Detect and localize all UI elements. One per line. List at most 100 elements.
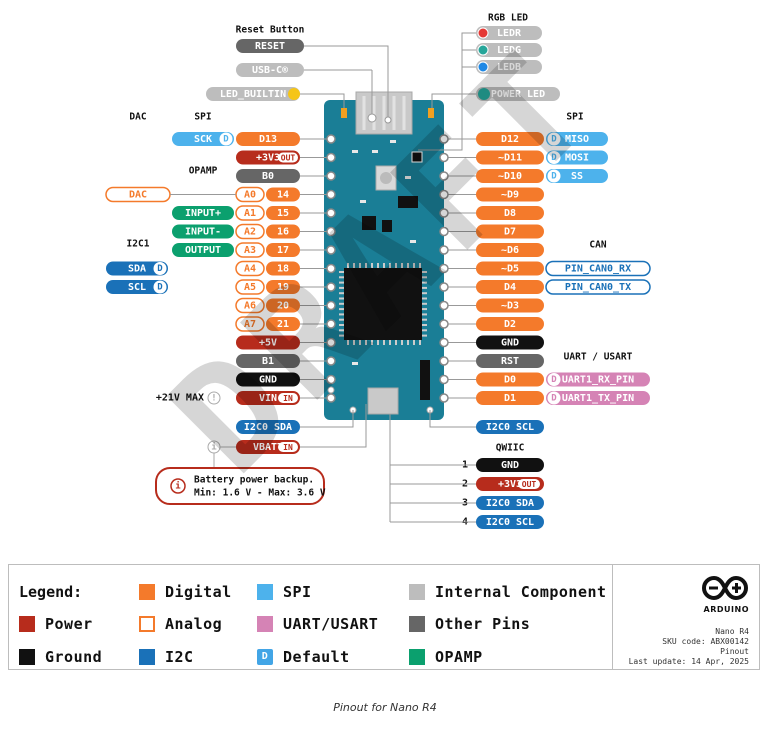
left-pin-a0-analog-text: A0 bbox=[244, 190, 256, 201]
legend-label: Digital bbox=[165, 583, 232, 601]
label-ledr bbox=[476, 26, 542, 40]
right-pin-d0-text: D0 bbox=[504, 375, 516, 386]
left-pin-b0 bbox=[236, 169, 300, 183]
legend-item-opamp: OPAMP bbox=[409, 648, 483, 666]
label-dac-text: DAC bbox=[129, 190, 147, 201]
right-pin-d0 bbox=[476, 372, 544, 387]
right-pin-d12 bbox=[476, 132, 544, 146]
info-icon-small: i bbox=[211, 442, 217, 453]
left-pin-a5-text: 19 bbox=[277, 282, 289, 293]
label-reset bbox=[236, 39, 304, 53]
product-name: Nano R4 bbox=[715, 627, 749, 636]
left-pin-a4 bbox=[266, 261, 300, 276]
label-uart-uart1_tx_pin-text: UART1_TX_PIN bbox=[562, 393, 634, 404]
battery-note-line1: Battery power backup. bbox=[194, 475, 314, 486]
label-can-pin_can0_tx-text: PIN_CAN0_TX bbox=[565, 282, 631, 293]
right-pin-d8 bbox=[476, 206, 544, 220]
left-pin-a0-text: 14 bbox=[277, 190, 289, 201]
label-i2c0-scl-right-text: I2C0 SCL bbox=[486, 422, 534, 433]
note-vin-max: +21V MAX bbox=[156, 393, 204, 404]
default-badge-icon-letter: D bbox=[551, 394, 557, 404]
default-badge-icon-letter: D bbox=[551, 153, 557, 163]
left-pin-pad bbox=[326, 134, 336, 144]
header-reset-button: Reset Button bbox=[236, 25, 305, 36]
header-spi-left: SPI bbox=[194, 112, 211, 123]
label-spi-sck bbox=[172, 132, 234, 146]
right-pin-rst-text: RST bbox=[501, 356, 519, 367]
left-pin-pad bbox=[326, 263, 336, 274]
left-pin-a2-text: 16 bbox=[277, 227, 289, 238]
left-pin-pad bbox=[326, 393, 336, 403]
legend-swatch bbox=[257, 616, 273, 632]
legend-item-digital: Digital bbox=[139, 583, 232, 601]
left-pin-a6-text: 20 bbox=[277, 301, 289, 312]
legend-label: Analog bbox=[165, 615, 223, 633]
right-pin-rst bbox=[476, 354, 544, 368]
label-spi-mosi-text: MOSI bbox=[565, 153, 589, 164]
label-opamp-input bbox=[172, 224, 234, 239]
right-pin-pad bbox=[439, 134, 449, 144]
right-pin-d10-text: ~D10 bbox=[498, 171, 522, 182]
default-badge-icon bbox=[153, 280, 167, 294]
label-ledr-text: LEDR bbox=[497, 28, 522, 39]
left-pin-a3-text: 17 bbox=[277, 245, 289, 256]
label-opamp-input-text: INPUT+ bbox=[185, 208, 221, 219]
legend-swatch: D bbox=[257, 649, 273, 665]
label-spi-ss bbox=[546, 169, 608, 183]
label-uart-uart1_rx_pin-text: UART1_RX_PIN bbox=[562, 375, 634, 386]
right-pin-d2-text: D2 bbox=[504, 319, 516, 330]
label-power-led bbox=[476, 87, 560, 101]
info-icon-letter: i bbox=[175, 481, 181, 492]
label-vbatt-text: VBATT bbox=[253, 442, 283, 453]
legend-label: OPAMP bbox=[435, 648, 483, 666]
power-led bbox=[428, 108, 434, 118]
qwiic-tag: OUT bbox=[522, 480, 537, 489]
left-pin-a1-analog-text: A1 bbox=[244, 208, 256, 219]
right-pin-d6 bbox=[476, 243, 544, 257]
legend-item-i-c: I2C bbox=[139, 648, 194, 666]
left-pin-pad bbox=[326, 356, 336, 366]
qwiic-i2c0scl-text: I2C0 SCL bbox=[486, 517, 534, 528]
left-pin-a1-analog bbox=[235, 205, 265, 221]
label-opamp-output-text: OUTPUT bbox=[185, 245, 221, 256]
header-uart: UART / USART bbox=[564, 352, 633, 363]
left-pin-pad bbox=[326, 226, 336, 237]
legend-item-internal-component: Internal Component bbox=[409, 583, 607, 601]
right-pin-d5 bbox=[476, 261, 544, 276]
right-pin-d4 bbox=[476, 280, 544, 294]
right-pin-d10 bbox=[476, 169, 544, 183]
label-spi-sck-text: SCK bbox=[194, 134, 212, 145]
left-pin-b1 bbox=[236, 354, 300, 368]
label-opamp-output bbox=[172, 243, 234, 257]
right-pin-pad bbox=[439, 356, 449, 366]
right-pin-pad bbox=[439, 263, 449, 274]
label-i2c0-sda-left bbox=[236, 420, 300, 434]
header-can: CAN bbox=[589, 240, 606, 251]
battery-note-line2: Min: 1.6 V - Max: 3.6 V bbox=[194, 488, 326, 499]
right-pin-d5-text: ~D5 bbox=[501, 264, 519, 275]
header-opamp: OPAMP bbox=[189, 166, 218, 177]
right-pin-gnd bbox=[476, 335, 544, 350]
right-pin-d3 bbox=[476, 298, 544, 313]
label-reset-text: RESET bbox=[255, 41, 285, 52]
legend-swatch bbox=[139, 649, 155, 665]
label-ledg bbox=[476, 43, 542, 57]
left-pin-d13-text: D13 bbox=[259, 134, 277, 145]
qwiic-i2c0sda bbox=[476, 496, 544, 510]
left-pin-a1 bbox=[266, 206, 300, 220]
right-pin-d7-text: D7 bbox=[504, 227, 516, 238]
default-badge-icon-letter: D bbox=[157, 264, 163, 274]
left-pin-a5 bbox=[266, 280, 300, 294]
left-pin-a0 bbox=[266, 187, 300, 202]
right-pin-pad bbox=[439, 393, 449, 403]
legend-item-power: Power bbox=[19, 615, 93, 633]
label-i2c0-scl-right bbox=[476, 420, 544, 434]
left-pin-vin-text: VIN bbox=[259, 393, 277, 404]
right-pin-pad bbox=[439, 282, 449, 292]
label-opamp-input-text: INPUT- bbox=[185, 227, 221, 238]
label-spi-miso bbox=[546, 132, 608, 146]
legend-label: Power bbox=[45, 615, 93, 633]
